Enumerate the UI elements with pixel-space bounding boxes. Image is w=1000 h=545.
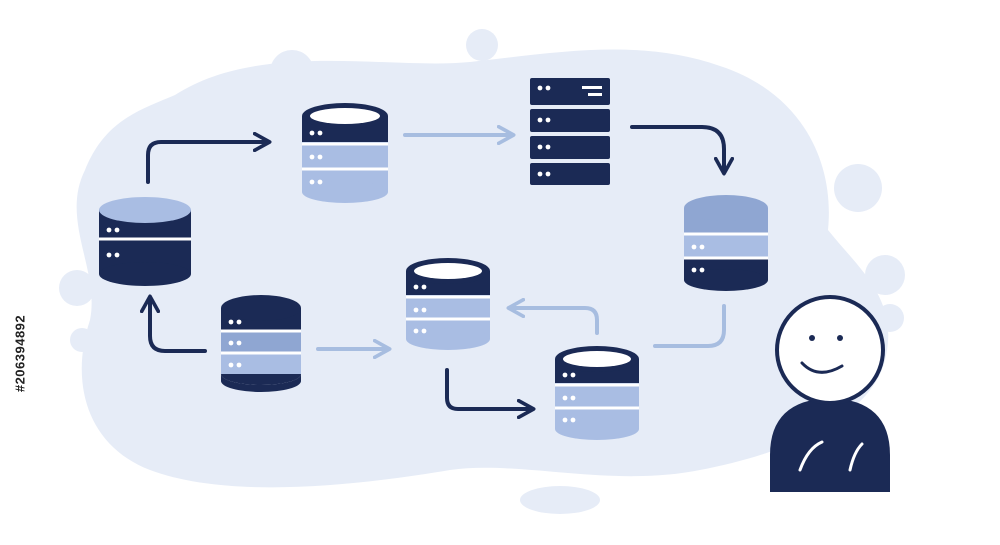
- database-icon: [302, 103, 388, 203]
- arrow-left-to-top: [146, 142, 268, 184]
- database-icon: [221, 295, 301, 392]
- database-icon: [555, 346, 639, 440]
- stock-id-label: #206394892: [12, 314, 28, 393]
- smiling-person-icon: [770, 295, 890, 492]
- arrow-server-to-right: [630, 125, 724, 172]
- database-icon: [99, 197, 191, 286]
- connector-right-to-bottom-right: [653, 304, 726, 348]
- arrow-center-to-bottom-right: [445, 368, 532, 409]
- database-icon: [406, 258, 490, 350]
- arrow-bottom-left-to-left: [150, 298, 207, 353]
- arrow-bottom-right-to-center: [510, 308, 599, 335]
- connectors: [146, 125, 726, 409]
- server-rack-icon: [530, 78, 610, 185]
- database-icon: [684, 195, 768, 291]
